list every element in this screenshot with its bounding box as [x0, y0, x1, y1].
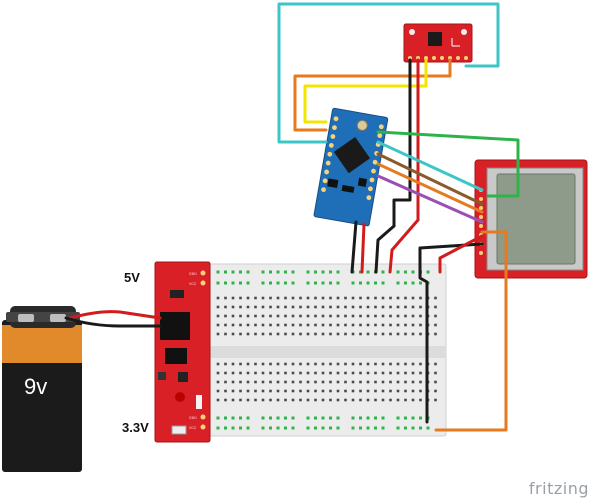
svg-text:GND: GND	[189, 272, 197, 276]
voltage-label-3v3: 3.3V	[122, 420, 149, 435]
breadboard	[207, 263, 447, 437]
power-regulator-board: GND VCC GND VCC	[154, 261, 211, 443]
wire-purple-lcd	[376, 174, 484, 224]
wire-cyan-lcd	[376, 140, 484, 192]
wire-red-lcd	[438, 234, 484, 274]
wire-cyan-loop	[277, 2, 500, 144]
fritzing-watermark: fritzing	[528, 479, 589, 498]
wire-yellow-accel	[303, 58, 428, 124]
wire-green-lcd	[376, 130, 520, 198]
svg-text:GND: GND	[189, 416, 197, 420]
wires	[64, 2, 520, 432]
accelerometer-module	[403, 23, 473, 63]
wire-black-accel	[392, 58, 412, 228]
wire-red-bb	[388, 218, 420, 274]
wire-battery-black	[64, 316, 162, 328]
wire-black-lcd-gnd	[418, 242, 484, 424]
9v-battery: 9v	[2, 306, 82, 472]
svg-text:VCC: VCC	[189, 426, 197, 430]
wire-red-arduino-vcc	[360, 222, 366, 274]
wire-brown-lcd	[376, 152, 484, 206]
wire-orange-lcd-33v	[434, 230, 508, 432]
wire-black-arduino-gnd	[350, 220, 358, 274]
breadboard-holes	[216, 296, 437, 402]
wire-black-bb	[374, 224, 396, 274]
nokia-lcd-module	[474, 159, 588, 279]
wire-orange-accel	[293, 58, 452, 132]
wire-battery-red	[68, 310, 162, 320]
voltage-label-5v: 5V	[124, 270, 140, 285]
svg-text:VCC: VCC	[189, 282, 197, 286]
arduino-pro-mini	[313, 107, 389, 227]
wire-orange-lcd	[376, 162, 484, 214]
battery-label: 9v	[24, 374, 47, 399]
